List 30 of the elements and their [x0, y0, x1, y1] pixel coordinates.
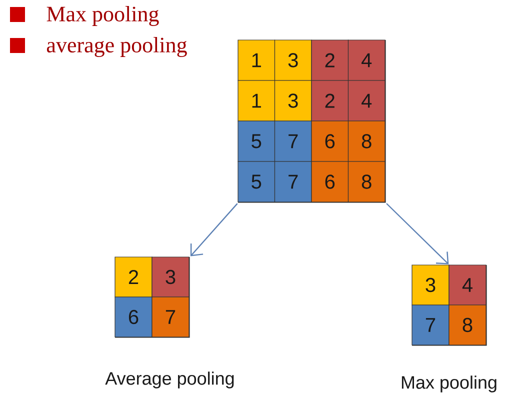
grid-cell: 7: [274, 120, 312, 162]
grid-cell: 5: [238, 161, 276, 202]
grid-cell: 6: [311, 161, 349, 202]
grid-cell: 6: [311, 120, 349, 162]
node-label: Max pooling: [402, 376, 496, 392]
grid-cell: 6: [114, 296, 152, 338]
node-label: Average pooling: [105, 372, 234, 388]
grid-cell: 7: [152, 296, 190, 338]
grid-cell: 2: [311, 40, 349, 81]
grid-cell: 8: [448, 304, 486, 346]
bullet-text: Max pooling: [46, 6, 159, 26]
grid-cell: 3: [274, 40, 312, 81]
grid-cell: 4: [348, 80, 386, 122]
bullet-text: average pooling: [46, 37, 187, 58]
grid-cell: 3: [152, 256, 190, 298]
grid-cell: 2: [114, 256, 152, 298]
grid-cell: 1: [238, 40, 276, 81]
grid-cell: 3: [274, 80, 312, 122]
grid-cell: 4: [448, 264, 486, 306]
grid-cell: 3: [412, 264, 450, 306]
grid-cell: 4: [348, 40, 386, 81]
grid-cell: 7: [274, 161, 312, 202]
grid-cell: 5: [238, 120, 276, 162]
grid-cell: 1: [238, 80, 276, 122]
arrow: [386, 203, 449, 264]
grid-cell: 2: [311, 80, 349, 122]
grid-cell: 8: [348, 120, 386, 162]
arrow: [190, 203, 238, 256]
grid-cell: 8: [348, 161, 386, 202]
grid-cell: 7: [412, 304, 450, 346]
